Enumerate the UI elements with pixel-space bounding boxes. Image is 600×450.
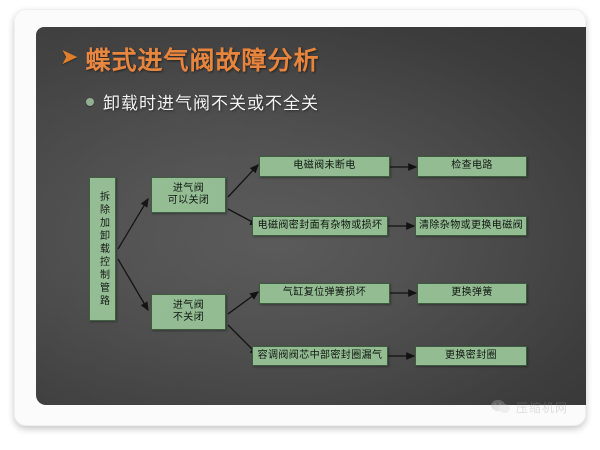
flow-node-cause-2-1: 气缸复位弹簧损坏	[259, 283, 390, 304]
slide-card: ➤ 蝶式进气阀故障分析 卸载时进气阀不关或不全关	[14, 9, 586, 426]
flow-node-root: 拆除加卸载控制管路	[89, 177, 116, 321]
flow-node-cause-2-2: 容调阀阀芯中部密封圈漏气	[252, 346, 388, 366]
presentation-slide: ➤ 蝶式进气阀故障分析 卸载时进气阀不关或不全关	[36, 27, 586, 405]
flow-node-action-2-1: 更换弹簧	[417, 283, 527, 304]
flow-node-cause-1-2: 电磁阀密封面有杂物或损坏	[252, 216, 388, 236]
title-arrow-icon: ➤	[60, 45, 79, 70]
slide-subtitle: 卸载时进气阀不关或不全关	[86, 89, 319, 114]
flow-node-condition-2: 进气阀 不关闭	[151, 294, 226, 330]
flow-node-action-1-2: 清除杂物或更换电磁阀	[415, 216, 527, 236]
flow-node-action-2-2: 更换密封圈	[415, 346, 527, 366]
page-title: 蝶式进气阀故障分析	[85, 46, 320, 75]
flow-node-cause-1-1: 电磁阀未断电	[259, 156, 390, 177]
watermark-text: 压缩机网	[515, 401, 568, 415]
flow-node-action-1-1: 检查电路	[417, 156, 527, 177]
slide-title: ➤ 蝶式进气阀故障分析	[60, 41, 319, 77]
wechat-icon	[490, 400, 511, 415]
flow-node-condition-1: 进气阀 可以关闭	[151, 177, 226, 213]
bullet-dot-icon	[86, 97, 94, 106]
site-watermark: 压缩机网	[490, 399, 568, 416]
subtitle-text: 卸载时进气阀不关或不全关	[103, 94, 319, 114]
